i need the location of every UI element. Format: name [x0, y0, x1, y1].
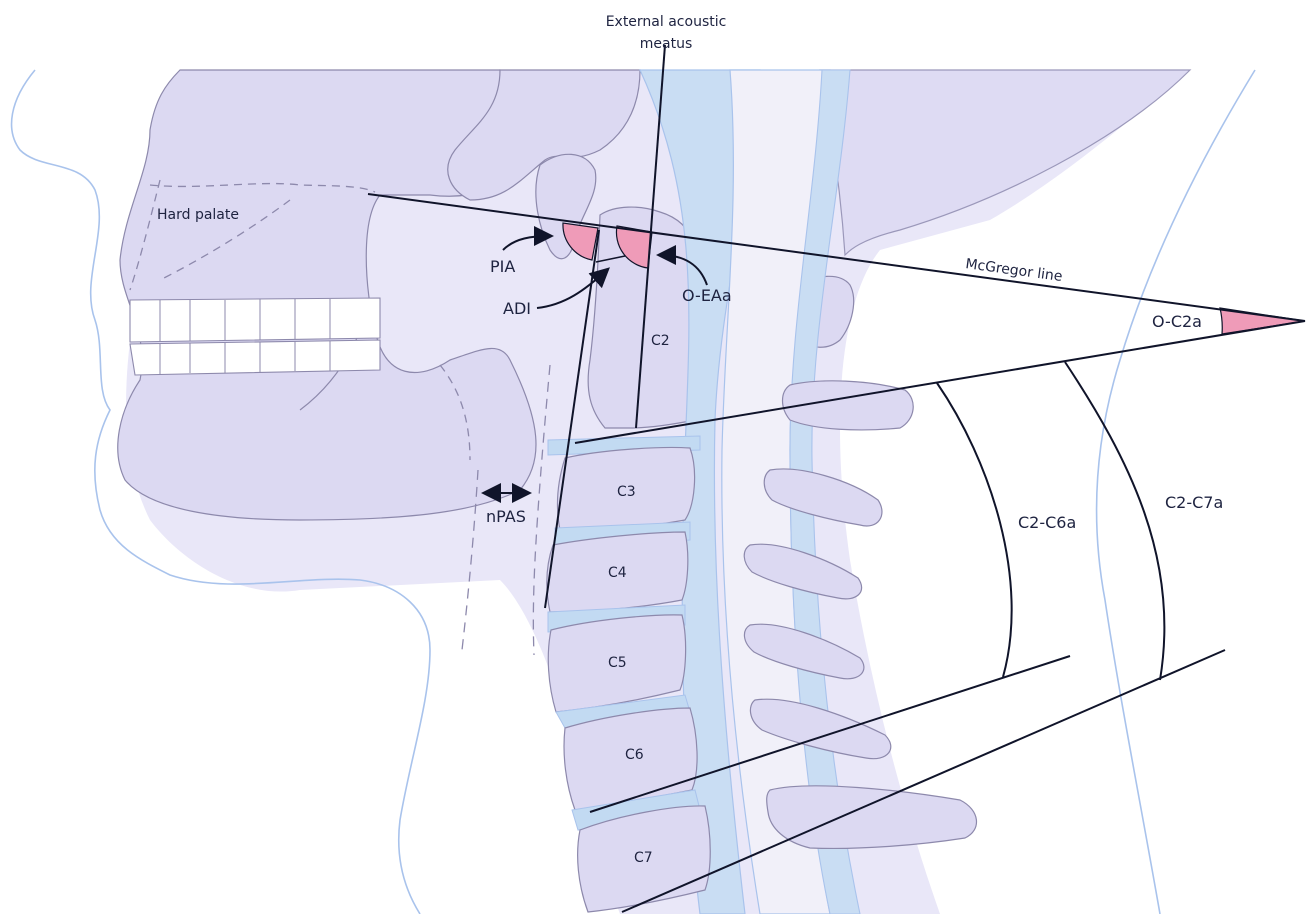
label-c3: C3: [617, 484, 636, 500]
label-c6: C6: [625, 747, 644, 763]
label-npas: nPAS: [486, 507, 526, 526]
label-c2-c7a: C2-C7a: [1165, 493, 1223, 512]
label-external-acoustic-1: External acoustic: [606, 14, 727, 30]
posterior-neck-line: [1097, 70, 1255, 914]
label-o-c2a: O-C2a: [1152, 312, 1202, 331]
c2-c7a-arc: [1065, 362, 1164, 680]
label-c2-c6a: C2-C6a: [1018, 513, 1076, 532]
label-adi: ADI: [503, 299, 531, 318]
lower-teeth: [130, 340, 380, 375]
label-c4: C4: [608, 565, 627, 581]
c2-c6a-arc: [937, 383, 1012, 677]
label-c2: C2: [651, 333, 670, 349]
label-external-acoustic-2: meatus: [640, 36, 693, 52]
label-c5: C5: [608, 655, 627, 671]
occiput: [820, 70, 1190, 255]
label-c7: C7: [634, 850, 653, 866]
label-o-eaa: O-EAa: [682, 286, 732, 305]
label-pia: PIA: [490, 257, 515, 276]
label-hard-palate: Hard palate: [157, 207, 239, 223]
c7-spinous-process: [767, 786, 977, 849]
upper-teeth: [130, 298, 380, 342]
